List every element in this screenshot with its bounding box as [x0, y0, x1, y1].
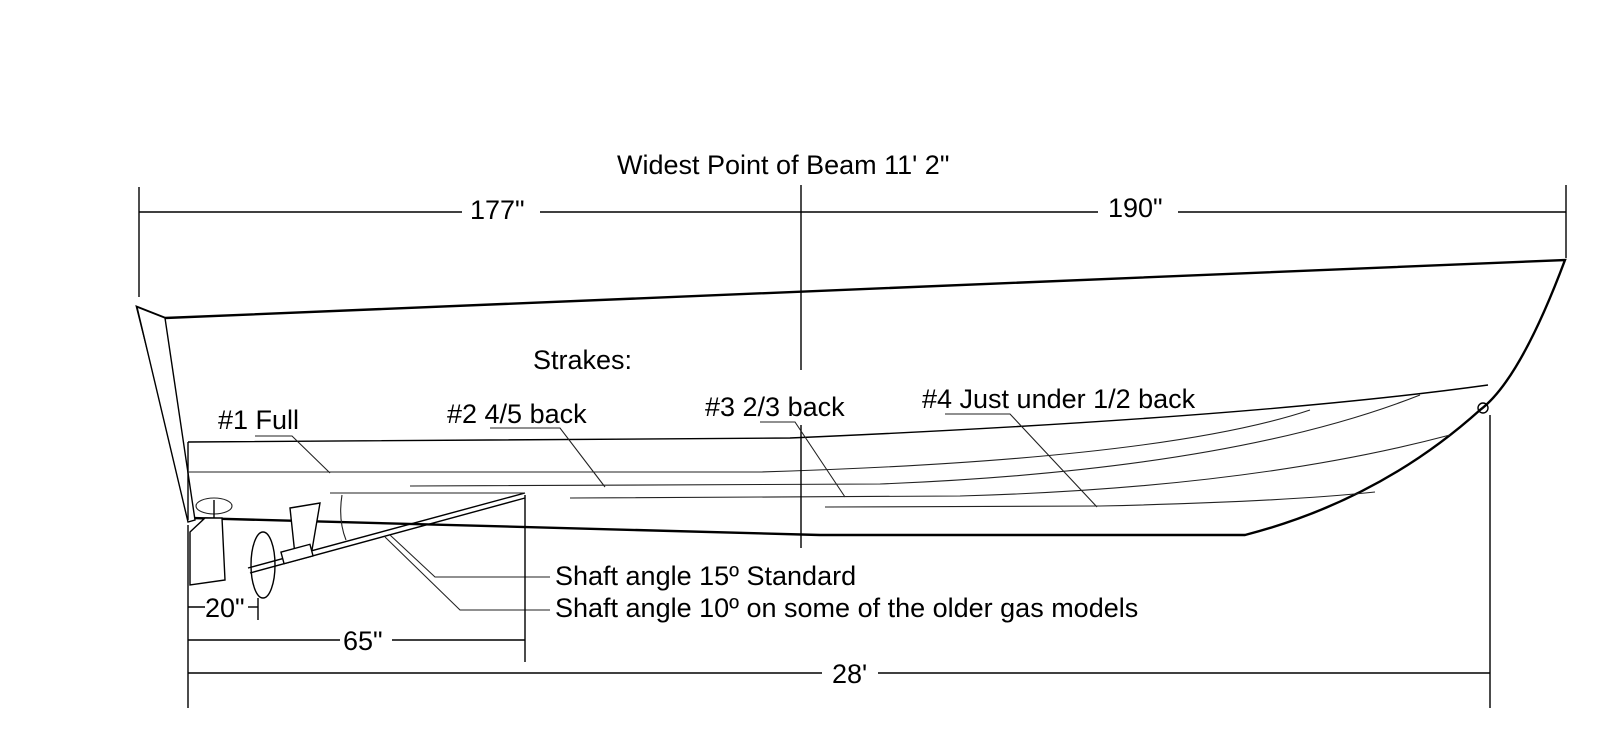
length-dimensions: 20" 65" 28'	[187, 415, 1491, 708]
dim-20-label: 20"	[205, 593, 245, 623]
strake-line-2	[409, 394, 1421, 487]
shaft-labels: Shaft angle 15º Standard Shaft angle 10º…	[384, 534, 1138, 623]
strake-leader-1	[255, 435, 331, 474]
sheer-line	[164, 259, 1566, 319]
strake-leader-3	[760, 421, 846, 498]
strake-line-4	[824, 491, 1376, 508]
dim-65-label: 65"	[343, 626, 383, 656]
strake-label-4: #4 Just under 1/2 back	[922, 384, 1196, 414]
hull	[135, 258, 1567, 537]
transom	[136, 305, 196, 523]
strake-leader-2	[490, 427, 606, 488]
shaft-leader-old	[384, 536, 550, 611]
running-gear	[189, 492, 526, 599]
strake-line-1	[188, 409, 1311, 473]
hull-outline	[135, 258, 1567, 537]
strake-label-2: #2 4/5 back	[447, 399, 587, 429]
strake-line-3	[569, 434, 1451, 499]
strake-labels: Strakes: #1 Full #2 4/5 back #3 2/3 back…	[218, 345, 1196, 508]
dim-fwd-label: 190"	[1108, 193, 1163, 223]
strake-leader-4	[945, 413, 1098, 508]
propeller	[250, 531, 276, 599]
beam-dimensions: Widest Point of Beam 11' 2" 177" 190"	[138, 150, 1567, 548]
shaft-angle-arc	[340, 494, 347, 541]
shaft-coupling	[280, 543, 314, 565]
dim-aft-label: 177"	[470, 195, 525, 225]
shaft-leader-std	[389, 534, 550, 578]
shaft-angle-older: Shaft angle 10º on some of the older gas…	[555, 593, 1138, 623]
strakes-heading: Strakes:	[533, 345, 632, 375]
rudder	[189, 517, 226, 586]
strake-label-3: #3 2/3 back	[705, 392, 845, 422]
shaft-angle-standard: Shaft angle 15º Standard	[555, 561, 856, 591]
bow-eye	[1477, 402, 1489, 414]
strake-lines	[188, 394, 1451, 508]
strake-label-1: #1 Full	[218, 405, 299, 435]
deck-line	[187, 384, 1489, 443]
dim-28-label: 28'	[832, 659, 867, 689]
beam-label: Widest Point of Beam 11' 2"	[617, 150, 949, 180]
